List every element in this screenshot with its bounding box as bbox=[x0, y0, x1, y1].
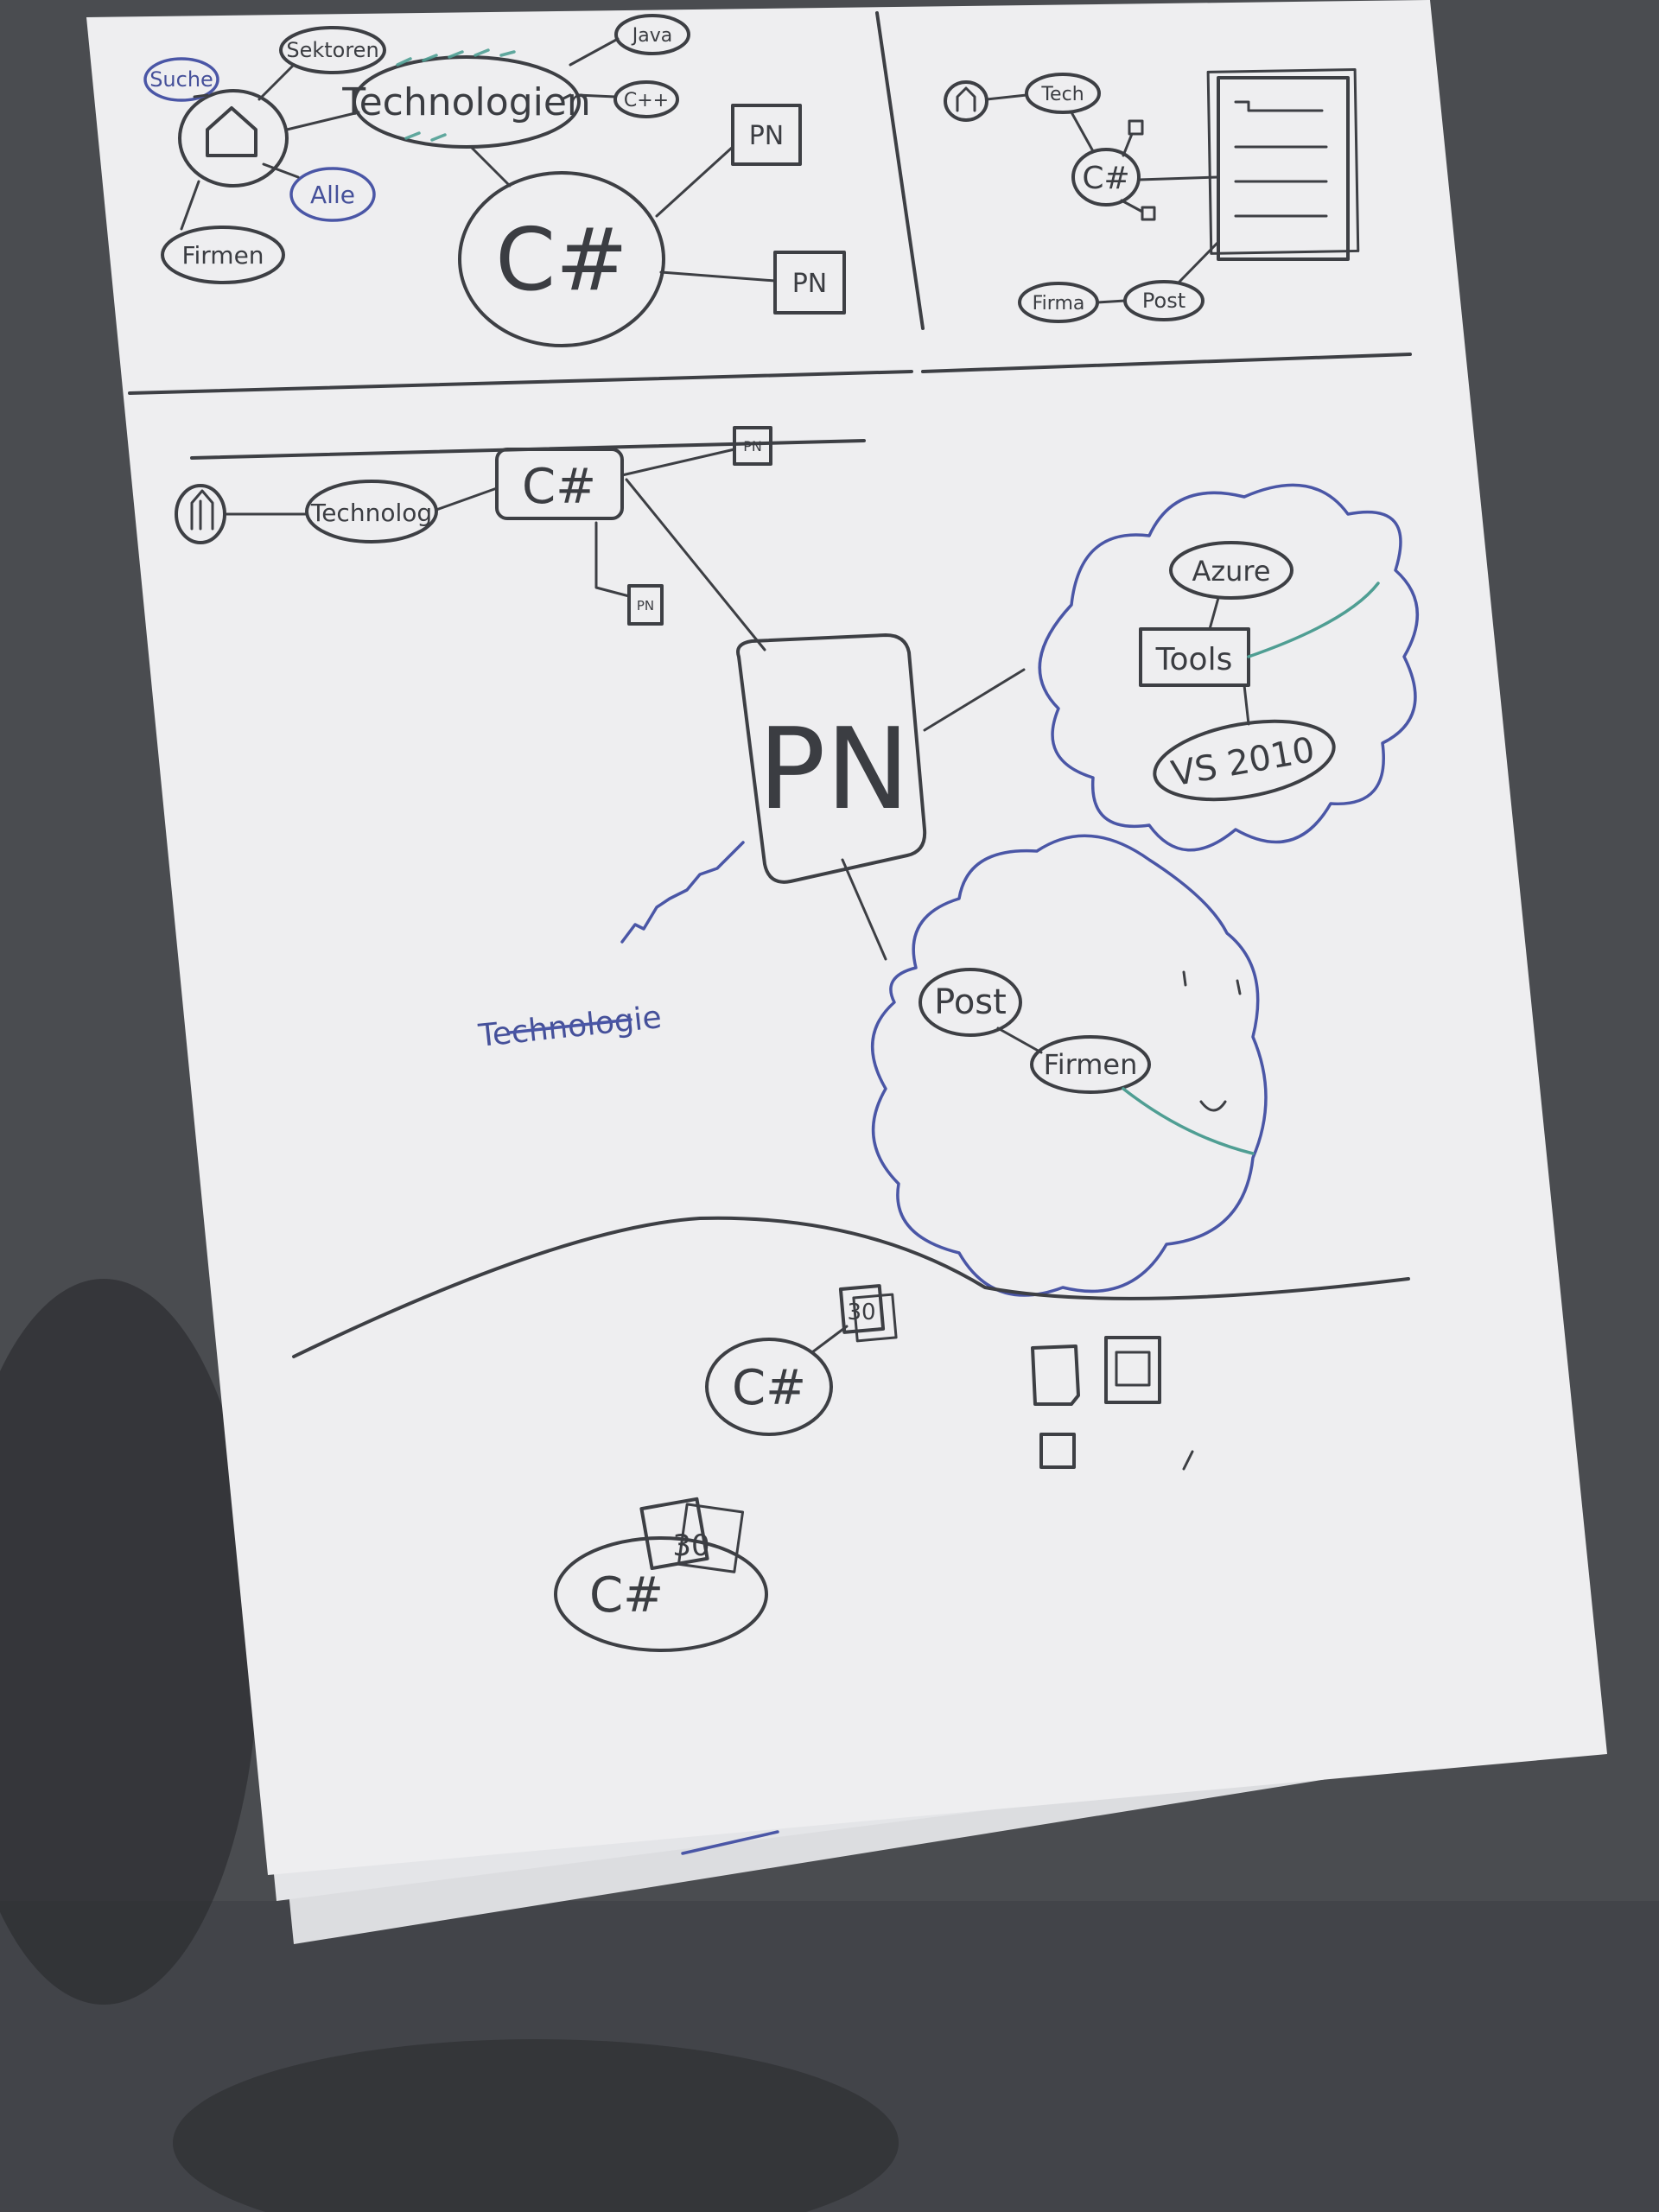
divider-horizontal-left bbox=[128, 370, 913, 395]
shoe-shadow-bottom bbox=[173, 2039, 899, 2212]
firmen-label: Firmen bbox=[181, 241, 264, 270]
mid-pn-small-1 bbox=[733, 426, 772, 466]
cpp-node bbox=[613, 80, 679, 118]
mid-pn-small-1-label: PN bbox=[743, 438, 762, 454]
mid-tools-label: Tools bbox=[1155, 642, 1233, 677]
mid-technolog-label: Technolog bbox=[310, 499, 432, 527]
suche-label: Suche bbox=[149, 67, 213, 92]
mid-vs2010-node bbox=[1153, 719, 1336, 802]
tr-document-back bbox=[1206, 67, 1360, 255]
suche-node bbox=[143, 57, 219, 102]
top-left-connectors bbox=[180, 37, 777, 283]
divider-vertical bbox=[875, 11, 925, 330]
shoe-shadow bbox=[0, 1279, 259, 2005]
mid-firmen-label: Firmen bbox=[1044, 1048, 1138, 1081]
bottom-csharp-node-2 bbox=[554, 1536, 768, 1652]
bottom-csharp-node-1 bbox=[705, 1338, 833, 1436]
tr-house-icon bbox=[956, 86, 976, 112]
sticky-note-2 bbox=[1104, 1336, 1161, 1404]
mid-post-connector bbox=[996, 1027, 1043, 1054]
bottom-csharp-label-2: C# bbox=[589, 1567, 664, 1624]
mid-pn-small-2-label: PN bbox=[637, 598, 654, 613]
sticky-note-1 bbox=[1031, 1344, 1080, 1406]
bottom-badge-label-2: 30 bbox=[672, 1529, 709, 1563]
sketch-top-left: Suche Sektoren Technologien Java C++ All… bbox=[143, 14, 846, 347]
java-node bbox=[614, 14, 690, 55]
mid-azure-node bbox=[1169, 541, 1294, 600]
bottom-wave-line bbox=[292, 1216, 1410, 1358]
mid-post-cloud bbox=[870, 834, 1268, 1297]
house-node bbox=[178, 89, 289, 188]
mid-firmen-node bbox=[1030, 1035, 1151, 1094]
sektoren-label: Sektoren bbox=[286, 38, 378, 62]
tr-house-node bbox=[944, 80, 988, 122]
technologien-hatch bbox=[396, 48, 516, 142]
mid-smiley-marks bbox=[1182, 970, 1242, 1112]
sticky-note-3 bbox=[1039, 1433, 1076, 1469]
tr-csharp-label: C# bbox=[1082, 161, 1129, 196]
bottom-connector-1 bbox=[810, 1325, 849, 1354]
mid-technolog-node bbox=[305, 480, 438, 543]
mid-tools-connectors bbox=[1208, 596, 1250, 726]
mid-pn-small-2 bbox=[627, 584, 664, 626]
mid-csharp-box bbox=[495, 448, 624, 520]
alle-node bbox=[289, 167, 376, 222]
sketch-bottom: C# 30 C# 30 bbox=[292, 1216, 1410, 1652]
bottom-badge-1-back bbox=[852, 1293, 898, 1343]
cpp-label: C++ bbox=[624, 90, 669, 111]
bottom-badge-1 bbox=[838, 1284, 886, 1334]
mid-firmen-green-line bbox=[1122, 1087, 1255, 1155]
tr-csharp-node bbox=[1071, 148, 1141, 207]
tr-small-box-1 bbox=[1128, 119, 1144, 136]
bottom-badge-2-back bbox=[677, 1503, 745, 1573]
mid-connectors bbox=[223, 448, 1026, 961]
tr-document bbox=[1217, 76, 1350, 261]
back-sheet-edge-mark bbox=[681, 1830, 779, 1855]
tr-post-label: Post bbox=[1142, 289, 1185, 313]
firmen-node bbox=[161, 226, 285, 284]
pn-box-1 bbox=[731, 104, 802, 166]
tr-small-box-2 bbox=[1141, 206, 1156, 221]
paper-sheet-main bbox=[86, 0, 1607, 1875]
java-label: Java bbox=[631, 25, 672, 47]
mid-house-icon bbox=[190, 489, 214, 531]
alle-label: Alle bbox=[310, 181, 355, 209]
bottom-badge-2 bbox=[639, 1497, 709, 1571]
csharp-node bbox=[458, 171, 665, 347]
tr-document-lines bbox=[1234, 100, 1328, 218]
technologien-node bbox=[353, 55, 581, 149]
sketch-top-right: Tech C# Firma Post bbox=[944, 67, 1360, 323]
tr-connectors bbox=[985, 93, 1220, 304]
mid-tools-green-line bbox=[1247, 582, 1380, 658]
mid-post-node bbox=[918, 968, 1022, 1037]
tr-firma-label: Firma bbox=[1033, 293, 1085, 315]
mid-post-label: Post bbox=[934, 982, 1007, 1022]
mid-azure-label: Azure bbox=[1192, 555, 1270, 588]
mid-tools-cloud bbox=[1038, 483, 1420, 852]
mid-pn-big-label: PN bbox=[758, 703, 910, 835]
tr-tech-label: Tech bbox=[1040, 84, 1084, 105]
pn-box-1-label: PN bbox=[749, 121, 785, 151]
mid-pn-big-card bbox=[736, 633, 927, 884]
sektoren-node bbox=[279, 26, 386, 74]
mid-blue-scribble bbox=[620, 841, 745, 944]
bottom-badge-label-1: 30 bbox=[847, 1300, 875, 1325]
mid-csharp-label: C# bbox=[522, 459, 596, 515]
pn-box-2-label: PN bbox=[792, 269, 828, 299]
sticky-note-2-inner bbox=[1115, 1351, 1151, 1387]
technologien-label: Technologien bbox=[341, 80, 591, 124]
house-icon bbox=[206, 106, 257, 157]
bottom-csharp-label-1: C# bbox=[732, 1360, 806, 1416]
divider-horizontal-right bbox=[921, 353, 1412, 373]
pn-box-2 bbox=[773, 251, 846, 315]
csharp-label: C# bbox=[495, 209, 628, 310]
tr-tech-node bbox=[1025, 73, 1101, 114]
loose-mark bbox=[1182, 1450, 1194, 1471]
mid-cross-out-line bbox=[508, 1018, 632, 1034]
